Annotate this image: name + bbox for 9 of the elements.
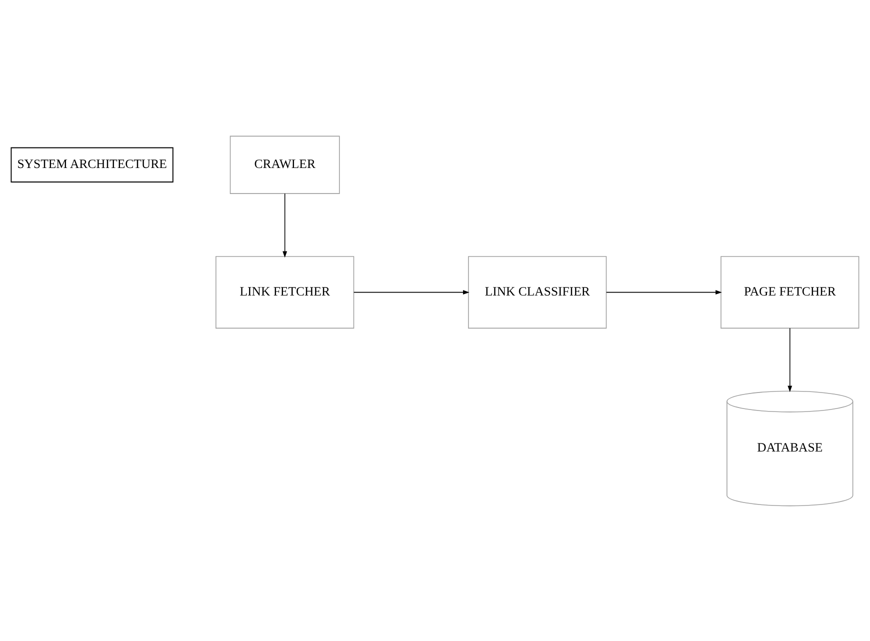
node-box: LINK CLASSIFIER (468, 256, 607, 328)
arrow (354, 290, 470, 294)
node-box: LINK FETCHER (216, 256, 354, 328)
node-box: CRAWLER (230, 135, 340, 194)
arrow (606, 290, 722, 294)
node-box: SYSTEM ARCHITECTURE (10, 146, 174, 182)
arrow (788, 327, 792, 392)
arrow (282, 192, 288, 258)
node-box: PAGE FETCHER (720, 256, 860, 328)
